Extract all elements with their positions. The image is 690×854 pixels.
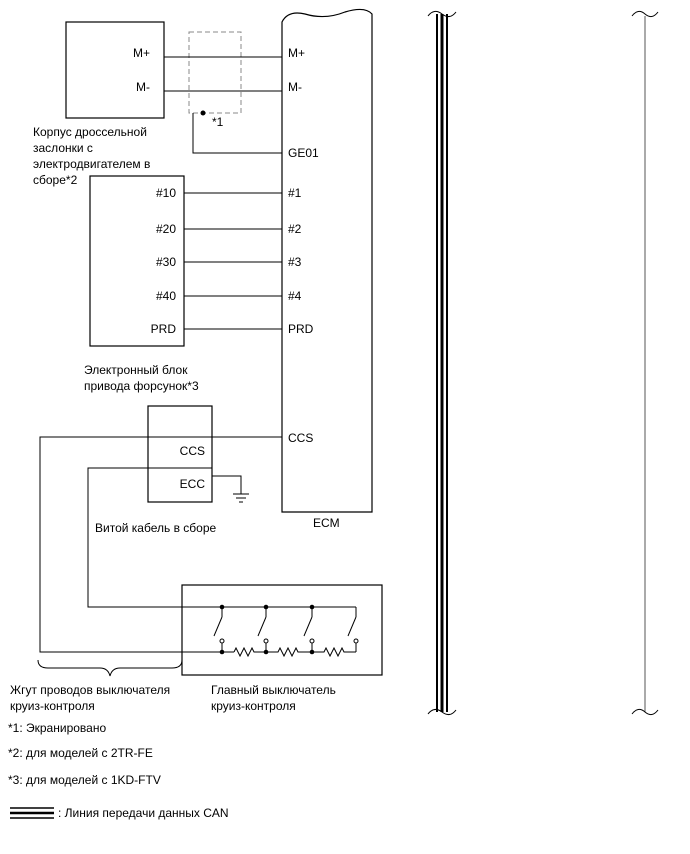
injector-pin-30: #30 bbox=[156, 255, 176, 269]
injector-driver-box bbox=[89, 175, 185, 347]
ground-wire bbox=[212, 475, 242, 494]
ecm-pin-mminus: M- bbox=[288, 80, 302, 94]
shield-drain-wire bbox=[192, 113, 282, 154]
ecm-pin-2: #2 bbox=[288, 222, 302, 236]
switch-1-top-node bbox=[219, 604, 225, 610]
injector-pin-10: #10 bbox=[156, 186, 176, 200]
ecm-box bbox=[281, 8, 373, 513]
shield-junction bbox=[200, 110, 206, 116]
switch-2-contact bbox=[263, 638, 269, 644]
right-line-break-bottom bbox=[631, 708, 659, 716]
shield-box bbox=[188, 31, 242, 114]
harness-brace bbox=[37, 659, 183, 677]
throttle-body-label-1: Корпус дроссельной bbox=[33, 125, 147, 139]
cruise-switch-label-1: Главный выключатель bbox=[211, 683, 336, 697]
throttle-body-label-2: заслонки с bbox=[33, 141, 93, 155]
spiral-cable-label: Витой кабель в сборе bbox=[95, 521, 216, 535]
note-1: *1: Экранировано bbox=[8, 721, 106, 735]
injector-pin-prd: PRD bbox=[151, 322, 177, 336]
wire-ecc bbox=[87, 467, 222, 608]
legend-can-label: : Линия передачи данных CAN bbox=[58, 806, 229, 820]
harness-label-2: круиз-контроля bbox=[10, 699, 95, 713]
cruise-switch-box bbox=[181, 584, 383, 676]
note-2: *2: для моделей с 2TR-FE bbox=[8, 746, 153, 760]
can-line-break-bottom bbox=[427, 708, 457, 716]
switch-2-top-node bbox=[263, 604, 269, 610]
switch-3-top-node bbox=[309, 604, 315, 610]
cruise-switch-label-2: круиз-контроля bbox=[211, 699, 296, 713]
spiral-pin-ccs: CCS bbox=[180, 444, 205, 458]
throttle-body-label-3: электродвигателем в bbox=[33, 157, 150, 171]
injector-pin-20: #20 bbox=[156, 222, 176, 236]
injector-pin-40: #40 bbox=[156, 289, 176, 303]
switch-4-blade bbox=[347, 616, 357, 637]
wire-ccs bbox=[39, 436, 282, 653]
switch-4-contact bbox=[353, 638, 359, 644]
throttle-body-label-4: сборе*2 bbox=[33, 173, 78, 187]
throttle-body-pin-mminus: M- bbox=[136, 80, 150, 94]
ecm-pin-ge01: GE01 bbox=[288, 146, 319, 160]
spiral-pin-ecc: ECC bbox=[180, 477, 206, 491]
switch-2-blade bbox=[257, 616, 267, 637]
ecm-pin-3: #3 bbox=[288, 255, 302, 269]
ecm-label: ECM bbox=[313, 516, 340, 530]
switch-1-bottom-node bbox=[219, 649, 225, 655]
right-line-break-top bbox=[631, 10, 659, 18]
switch-1-contact bbox=[219, 638, 225, 644]
resistor-2 bbox=[266, 646, 312, 658]
injector-label-1: Электронный блок bbox=[84, 363, 188, 377]
resistor-1 bbox=[233, 646, 266, 658]
ecm-pin-4: #4 bbox=[288, 289, 302, 303]
ecm-pin-ccs: CCS bbox=[288, 431, 313, 445]
throttle-body-box bbox=[65, 21, 165, 119]
injector-label-2: привода форсунок*3 bbox=[84, 379, 199, 393]
throttle-body-pin-mplus: M+ bbox=[133, 46, 150, 60]
ecm-pin-mplus: M+ bbox=[288, 46, 305, 60]
switch-1-blade bbox=[213, 616, 223, 637]
harness-label-1: Жгут проводов выключателя bbox=[10, 683, 170, 697]
switch-3-contact bbox=[309, 638, 315, 644]
can-line-break-top bbox=[427, 10, 457, 18]
resistor-3 bbox=[312, 646, 356, 658]
ecm-pin-prd: PRD bbox=[288, 322, 314, 336]
spiral-cable-box bbox=[147, 405, 213, 503]
ecm-pin-1: #1 bbox=[288, 186, 302, 200]
shield-marker: *1 bbox=[212, 115, 224, 129]
switch-3-blade bbox=[303, 616, 313, 637]
note-3: *3: для моделей с 1KD-FTV bbox=[8, 773, 161, 787]
